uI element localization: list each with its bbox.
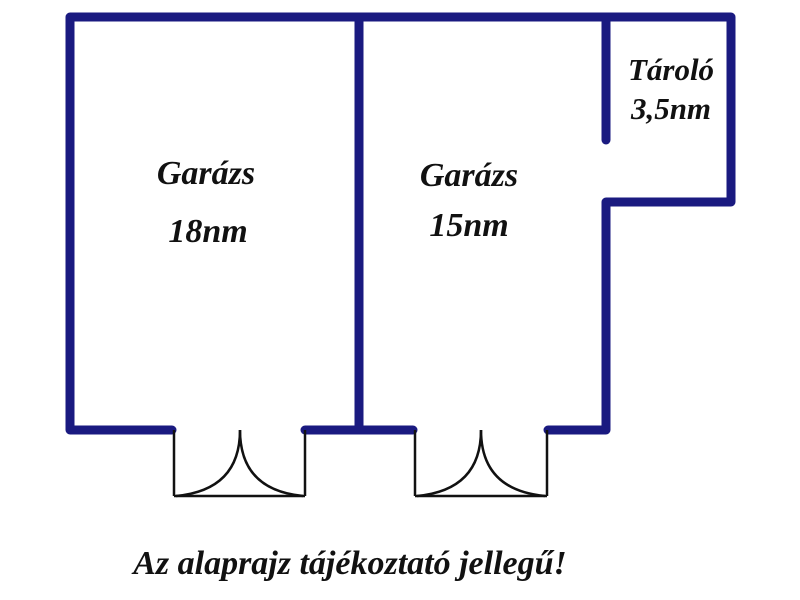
disclaimer-text: Az alaprajz tájékoztató jellegű! bbox=[131, 545, 567, 582]
room-label-garage-1-name: Garázs bbox=[157, 155, 255, 192]
door-swing-left bbox=[175, 429, 242, 498]
room-label-garage-1-area: 18nm bbox=[168, 213, 247, 250]
door-left-garage bbox=[172, 429, 307, 498]
room-label-garage-2-area: 15nm bbox=[429, 207, 508, 244]
door-swing-right bbox=[238, 429, 304, 498]
walls bbox=[65, 12, 736, 435]
door-swing-right bbox=[479, 429, 546, 498]
door-middle-garage bbox=[413, 429, 549, 498]
door-swing-left bbox=[416, 429, 483, 498]
room-label-storage-name: Tároló bbox=[628, 52, 714, 87]
room-label-storage-area: 3,5nm bbox=[630, 91, 711, 126]
outer-wall bbox=[65, 12, 736, 435]
room-label-garage-2-name: Garázs bbox=[420, 157, 518, 194]
